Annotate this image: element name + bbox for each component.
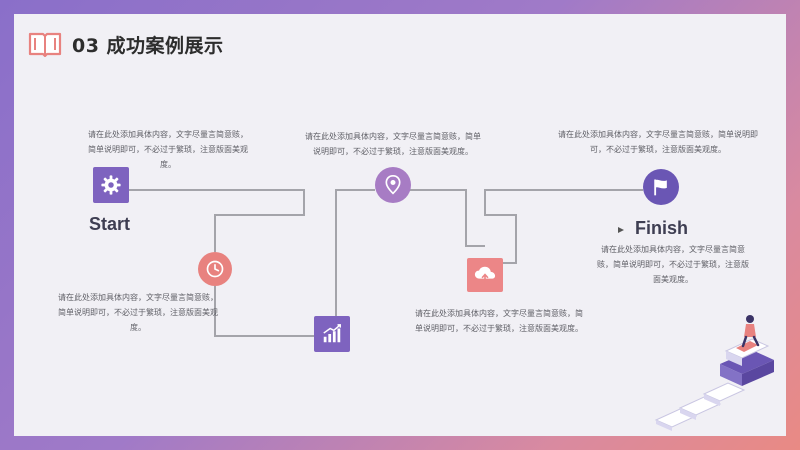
step-2-marker — [198, 252, 232, 286]
step-3-marker — [314, 316, 350, 352]
step-1-marker — [93, 167, 129, 203]
connector-3 — [335, 189, 375, 337]
step-6-text: 请在此处添加具体内容，文字尽量言简意赅，简单说明即可，不必过于繁琐，注意版面美观… — [558, 130, 758, 154]
pointer-arrow-icon — [618, 227, 624, 233]
step-2-text: 请在此处添加具体内容，文字尽量言简意赅，简单说明即可，不必过于繁琐，注意版面美观… — [58, 293, 218, 332]
stair-blocks — [654, 338, 774, 431]
slide-header: 03 成功案例展示 — [28, 30, 224, 58]
cloud-upload-icon — [474, 266, 496, 285]
page-title: 03 成功案例展示 — [72, 34, 224, 57]
stairs-illustration — [654, 315, 774, 431]
connector-2 — [214, 286, 314, 337]
step-4-marker — [375, 167, 411, 203]
connector-1 — [128, 189, 305, 252]
step-5-marker — [467, 258, 503, 292]
location-pin-icon — [385, 174, 401, 195]
step-1-text: 请在此处添加具体内容，文字尽量言简意赅，简单说明即可，不必过于繁琐，注意版面美观… — [88, 130, 248, 169]
connector-lines — [128, 189, 643, 337]
book-icon — [28, 32, 62, 57]
finish-label: Finish — [635, 218, 688, 238]
chart-icon — [323, 324, 341, 343]
clock-icon — [206, 260, 224, 278]
connector-5 — [484, 189, 643, 264]
step-5-text: 请在此处添加具体内容，文字尽量言简意赅，简单说明即可，不必过于繁琐，注意版面美观… — [415, 309, 583, 333]
step-6-marker — [643, 169, 679, 205]
flag-icon — [654, 179, 667, 196]
step-4-text: 请在此处添加具体内容，文字尽量言简意赅，简单说明即可，不必过于繁琐，注意版面美观… — [305, 132, 481, 156]
person-figure — [741, 315, 760, 348]
step-7-text: 请在此处添加具体内容，文字尽量言简意赅，简单说明即可，不必过于繁琐，注意版面美观… — [597, 245, 749, 284]
connector-4 — [409, 189, 485, 247]
start-label: Start — [89, 214, 131, 234]
slide: 03 成功案例展示 请在此处添加具体内容，文字尽量言简意赅，简单说明即可，不必过… — [14, 14, 786, 436]
gear-icon — [101, 175, 121, 195]
